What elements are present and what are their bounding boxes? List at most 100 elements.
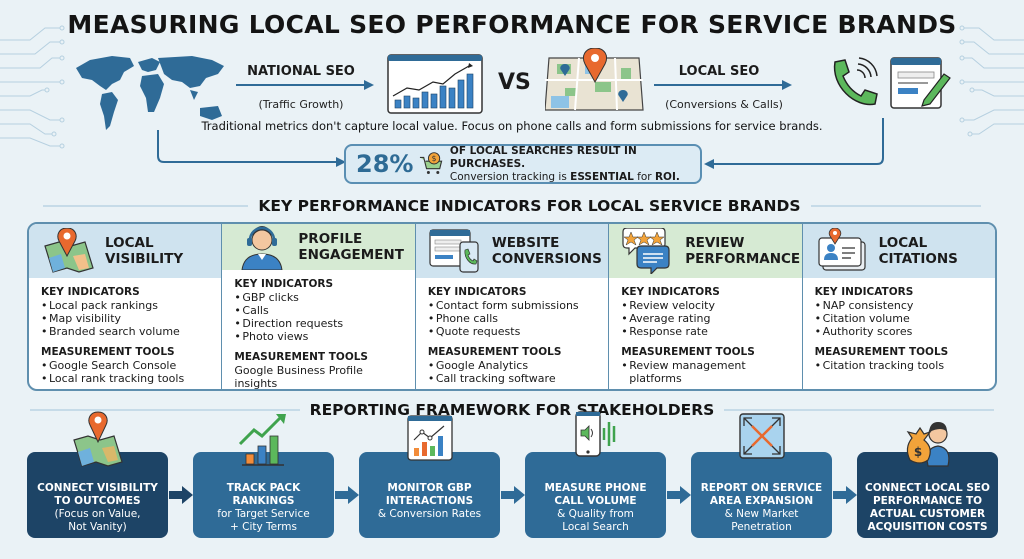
national-seo-sublabel: (Traffic Growth) bbox=[258, 98, 344, 111]
step-title-line-2: INTERACTIONS bbox=[385, 495, 474, 507]
kpi-title-line-1: REVIEW bbox=[685, 235, 745, 251]
stat-line-2-pre: Conversion tracking is bbox=[449, 170, 571, 183]
indicators-label: KEY INDICATORS bbox=[234, 278, 334, 290]
kpi-card-title: LOCAL CITATIONS bbox=[879, 235, 958, 267]
kpi-card-body: KEY INDICATORS NAP consistency Citation … bbox=[803, 278, 995, 372]
kpi-card-header: REVIEW PERFORMANCE bbox=[609, 224, 802, 278]
city-map-pin-icon bbox=[545, 48, 644, 111]
map-pin-icon bbox=[44, 228, 94, 273]
indicator-item: Calls bbox=[234, 304, 404, 317]
step-title-line-2: TO OUTCOMES bbox=[54, 495, 141, 507]
step-sub-line-2: ACQUISITION COSTS bbox=[867, 521, 988, 533]
smartphone-audio-icon bbox=[574, 411, 615, 457]
indicator-item: Map visibility bbox=[41, 312, 211, 325]
indicators-label: KEY INDICATORS bbox=[814, 286, 914, 298]
tools-label: MEASUREMENT TOOLS bbox=[621, 346, 755, 358]
step-title-line-1: MONITOR GBP bbox=[387, 482, 472, 494]
kpi-title-line-2: ENGAGEMENT bbox=[298, 247, 404, 263]
step-title-line-2: AREA EXPANSION bbox=[709, 495, 814, 507]
reporting-step-service-area-expansion: REPORT ON SERVICE AREA EXPANSION & New M… bbox=[691, 413, 832, 538]
vs-label: VS bbox=[498, 70, 531, 95]
step-sub-line-1: & Conversion Rates bbox=[377, 508, 482, 520]
traffic-growth-chart-icon bbox=[387, 54, 483, 114]
kpi-title-line-2: PERFORMANCE bbox=[685, 251, 801, 267]
kpi-title-line-1: WEBSITE bbox=[491, 235, 560, 251]
stat-line-2-mid: for bbox=[633, 170, 655, 183]
kpi-card-body: KEY INDICATORS Local pack rankings Map v… bbox=[29, 278, 221, 385]
indicator-item: NAP consistency bbox=[815, 299, 985, 312]
step-sub-line-2: Penetration bbox=[731, 521, 792, 533]
indicator-item: Photo views bbox=[234, 330, 404, 343]
step-sub-line-1: ACTUAL CUSTOMER bbox=[869, 508, 986, 520]
stat-line-2: Conversion tracking is ESSENTIAL for ROI… bbox=[450, 171, 700, 184]
tools-label: MEASUREMENT TOOLS bbox=[814, 346, 949, 358]
tools-label: MEASUREMENT TOOLS bbox=[234, 351, 368, 363]
kpi-grid: LOCAL VISIBILITY KEY INDICATORS Local pa… bbox=[27, 222, 997, 391]
reporting-step-measure-phone-calls: MEASURE PHONE CALL VOLUME & Quality from… bbox=[525, 411, 666, 538]
tools-label: MEASUREMENT TOOLS bbox=[427, 346, 562, 358]
stat-line-1: OF LOCAL SEARCHES RESULT IN PURCHASES. bbox=[449, 144, 637, 170]
traditional-metrics-note: Traditional metrics don't capture local … bbox=[201, 119, 823, 133]
indicator-item: GBP clicks bbox=[234, 291, 404, 304]
kpi-card-title: PROFILE ENGAGEMENT bbox=[298, 231, 404, 263]
reporting-step-customer-acquisition-costs: $ CONNECT LOCAL SEO PERFORMANCE TO ACTUA… bbox=[857, 422, 998, 538]
kpi-card-title: WEBSITE CONVERSIONS bbox=[492, 235, 602, 267]
step-title-line-1: MEASURE PHONE bbox=[544, 482, 647, 494]
tools-label: MEASUREMENT TOOLS bbox=[41, 346, 175, 358]
indicator-item: Phone calls bbox=[428, 312, 598, 325]
tool-item: Review management platforms bbox=[621, 359, 751, 385]
step-title-line-2: PERFORMANCE TO bbox=[872, 495, 983, 507]
kpi-card-header: WEBSITE CONVERSIONS bbox=[415, 224, 609, 278]
arrow-right-icon bbox=[833, 486, 857, 504]
tool-item: Citation tracking tools bbox=[815, 359, 985, 372]
step-sub-line-2: Not Vanity) bbox=[68, 521, 127, 533]
reporting-step-connect-visibility: CONNECT VISIBILITY TO OUTCOMES (Focus on… bbox=[27, 411, 168, 538]
kpi-title-line-1: LOCAL bbox=[878, 235, 928, 251]
arrow-right-icon bbox=[335, 486, 359, 504]
reporting-step-track-pack-rankings: TRACK PACK RANKINGS for Target Service +… bbox=[193, 414, 334, 538]
indicator-item: Contact form submissions bbox=[428, 299, 598, 312]
kpi-card-title: REVIEW PERFORMANCE bbox=[685, 235, 800, 267]
tool-item: Call tracking software bbox=[428, 372, 598, 385]
national-seo-label: NATIONAL SEO bbox=[247, 64, 355, 79]
local-seo-label: LOCAL SEO bbox=[678, 64, 760, 79]
headset-agent-icon bbox=[241, 226, 283, 270]
phone-call-icon bbox=[833, 57, 878, 106]
kpi-title-line-1: PROFILE bbox=[298, 231, 363, 247]
step-title-line-2: RANKINGS bbox=[232, 495, 295, 507]
web-form-icon bbox=[890, 57, 951, 109]
arrow-right-icon bbox=[501, 486, 525, 504]
kpi-title-line-2: CITATIONS bbox=[878, 251, 958, 267]
growth-bar-chart-icon bbox=[238, 414, 286, 466]
indicator-item: Branded search volume bbox=[41, 325, 211, 338]
local-seo-block: LOCAL SEO bbox=[654, 64, 784, 79]
page-title: MEASURING LOCAL SEO PERFORMANCE FOR SERV… bbox=[67, 10, 957, 39]
indicator-item: Authority scores bbox=[815, 325, 985, 338]
kpi-card-header: LOCAL VISIBILITY bbox=[29, 224, 222, 278]
kpi-card-body: KEY INDICATORS Contact form submissions … bbox=[416, 278, 608, 385]
step-title-line-1: CONNECT VISIBILITY bbox=[37, 482, 158, 494]
step-sub-line-1: (Focus on Value, bbox=[54, 508, 141, 520]
kpi-title-line-2: CONVERSIONS bbox=[491, 251, 602, 267]
connector-arrow-right bbox=[704, 118, 884, 169]
expand-arrows-icon bbox=[738, 413, 785, 459]
kpi-card-local-visibility: LOCAL VISIBILITY KEY INDICATORS Local pa… bbox=[29, 224, 223, 389]
map-pin-icon bbox=[72, 411, 123, 467]
kpi-section-heading: KEY PERFORMANCE INDICATORS FOR LOCAL SER… bbox=[0, 197, 1024, 215]
world-map-icon bbox=[76, 56, 224, 130]
step-title-line-1: CONNECT LOCAL SEO bbox=[865, 482, 990, 494]
indicators-label: KEY INDICATORS bbox=[621, 286, 720, 298]
indicator-item: Review velocity bbox=[621, 299, 791, 312]
indicator-item: Citation volume bbox=[815, 312, 985, 325]
arrow-right-icon bbox=[667, 486, 691, 504]
svg-text:$: $ bbox=[913, 445, 921, 459]
arrow-right-icon bbox=[236, 80, 374, 90]
kpi-card-body: KEY INDICATORS Review velocity Average r… bbox=[609, 278, 801, 385]
step-title-line-1: TRACK PACK bbox=[226, 482, 301, 494]
svg-text:$: $ bbox=[432, 154, 437, 163]
tool-item: Local rank tracking tools bbox=[41, 372, 211, 385]
stat-line-2-end: ROI. bbox=[654, 170, 680, 183]
stat-value: 28% bbox=[356, 150, 414, 178]
kpi-title-line-2: VISIBILITY bbox=[105, 251, 184, 267]
reporting-heading-text: REPORTING FRAMEWORK FOR STAKEHOLDERS bbox=[309, 401, 715, 419]
